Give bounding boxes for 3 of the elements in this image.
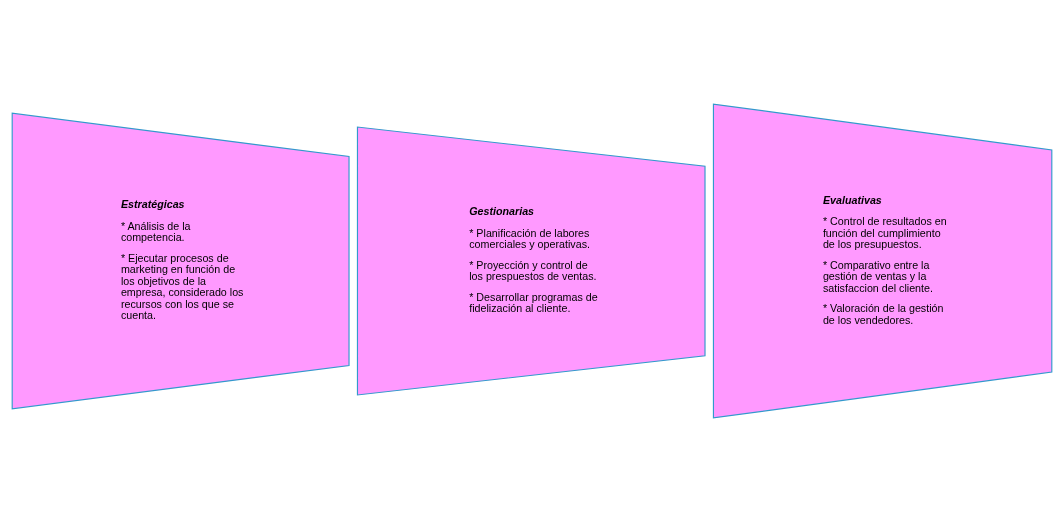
node-box: Gestionarias * Planificación de labores comerciales y operativas. * Proyección y control de los prespuestos de ventas. * Desarrollar programas de fidelización al cliente. [356, 126, 706, 396]
node-box: Estratégicas * Análisis de la competencia. * Ejecutar procesos de marketing en función de los objetivos de la empresa, considerado los recursos con los que se cuenta. [11, 112, 350, 410]
node-box: Evaluativas * Control de resultados en función del cumplimiento de los presupuestos. * Comparativo entre la gestión de ventas y la satisfaccion del cliente. * Valoración de la gestión de los vendedores. [712, 103, 1053, 419]
